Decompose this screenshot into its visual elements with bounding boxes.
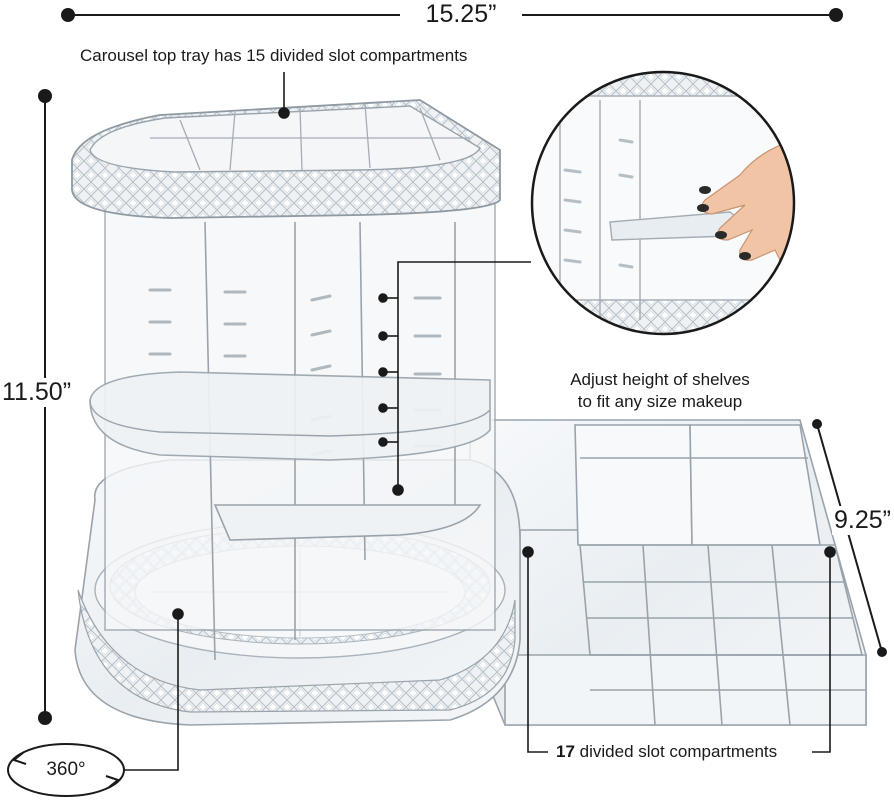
width-dimension-label: 15.25” xyxy=(400,0,522,29)
depth-dimension-label: 9.25” xyxy=(832,506,893,535)
height-dimension-line xyxy=(38,89,52,725)
base-tray-count: 17 xyxy=(556,742,575,761)
depth-dimension-line xyxy=(812,419,887,657)
callout-leaders xyxy=(122,72,836,771)
rotation-badge xyxy=(7,743,125,797)
top-tray-callout-text: Carousel top tray has 15 divided slot co… xyxy=(80,46,468,65)
shelves-callout-line2: to fit any size makeup xyxy=(577,392,743,411)
hand-illustration xyxy=(697,139,794,301)
base-tray xyxy=(469,419,867,726)
rotation-label: 360° xyxy=(46,759,86,780)
height-dimension-label: 11.50” xyxy=(0,378,74,407)
magnifier-inset xyxy=(530,70,796,336)
base-tray-grid xyxy=(579,544,866,726)
carousel xyxy=(71,99,521,726)
top-tray-dividers xyxy=(150,103,470,171)
base-tray-description: divided slot compartments xyxy=(574,742,778,761)
base-tray-callout-text: 17 divided slot compartments xyxy=(556,742,777,762)
shelves-callout-line1: Adjust height of shelves xyxy=(570,370,750,389)
